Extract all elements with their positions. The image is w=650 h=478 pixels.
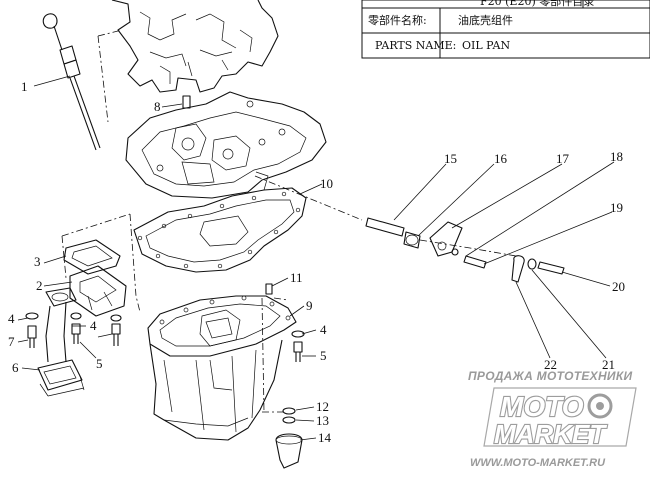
callout-11: 11 — [290, 270, 303, 285]
watermark-logo: MOTO MARKET — [483, 387, 637, 450]
callout-14: 14 — [318, 430, 332, 445]
callout-18: 18 — [610, 149, 623, 164]
callout-16: 16 — [494, 151, 508, 166]
engine-block — [111, 0, 279, 93]
title-block: F20 (E20) 零部件目录 零部件名称: 油底壳组件 PARTS NAME:… — [361, 0, 650, 59]
watermark-top-text: ПРОДАЖА МОТОТЕХНИКИ — [468, 369, 633, 383]
callout-4b: 4 — [90, 318, 97, 333]
oil-level-sensor-linkage — [365, 217, 565, 283]
strainer-cover — [69, 265, 127, 317]
oil-dipstick — [42, 13, 101, 151]
callout-1: 1 — [21, 79, 28, 94]
gasket — [133, 187, 307, 273]
callout-numbers: 1 2 3 4 4 4 5 5 6 7 8 9 10 11 12 13 14 1… — [8, 79, 625, 445]
oil-pan-adapter — [125, 91, 327, 199]
leader-lines — [17, 75, 615, 441]
callout-7: 7 — [8, 334, 15, 349]
assembly-lines — [61, 29, 517, 413]
callout-3: 3 — [34, 254, 41, 269]
callout-15: 15 — [444, 151, 457, 166]
callout-9: 9 — [306, 298, 313, 313]
callout-4a: 4 — [8, 311, 15, 326]
watermark-url: WWW.MOTO-MARKET.RU — [470, 457, 606, 469]
dowel-pin — [182, 95, 191, 109]
parts-name-cn-label: 零部件名称: — [368, 13, 427, 27]
watermark-logo-line2: MARKET — [494, 419, 607, 449]
callout-6: 6 — [12, 360, 19, 375]
callout-19: 19 — [610, 200, 623, 215]
parts-name-cn-value: 油底壳组件 — [458, 13, 513, 27]
callout-2: 2 — [36, 278, 43, 293]
parts-name-en-label: PARTS NAME: — [375, 39, 456, 52]
callout-13: 13 — [316, 413, 329, 428]
callout-10: 10 — [320, 176, 333, 191]
callout-17: 17 — [556, 151, 570, 166]
moto-market-watermark: ПРОДАЖА МОТОТЕХНИКИ MOTO MARKET WWW.MOTO… — [468, 369, 637, 469]
title-top-row: F20 (E20) 零部件目录 — [480, 0, 594, 8]
callout-4c: 4 — [320, 322, 327, 337]
callout-5b: 5 — [320, 348, 327, 363]
locating-pin — [265, 283, 273, 295]
watermark-logo-line1: MOTO — [500, 391, 584, 422]
callout-22: 22 — [544, 357, 557, 372]
right-fasteners — [291, 330, 305, 362]
main-oil-pan — [147, 295, 297, 441]
drain-plug-assembly — [275, 407, 303, 469]
oil-pickup-tube — [37, 287, 85, 397]
parts-name-en-value: OIL PAN — [462, 39, 511, 52]
callout-8: 8 — [154, 99, 161, 114]
callout-21: 21 — [602, 357, 615, 372]
left-fasteners — [25, 312, 122, 348]
callout-5a: 5 — [96, 356, 103, 371]
callout-12: 12 — [316, 399, 329, 414]
strainer-gasket — [63, 239, 121, 275]
callout-20: 20 — [612, 279, 625, 294]
